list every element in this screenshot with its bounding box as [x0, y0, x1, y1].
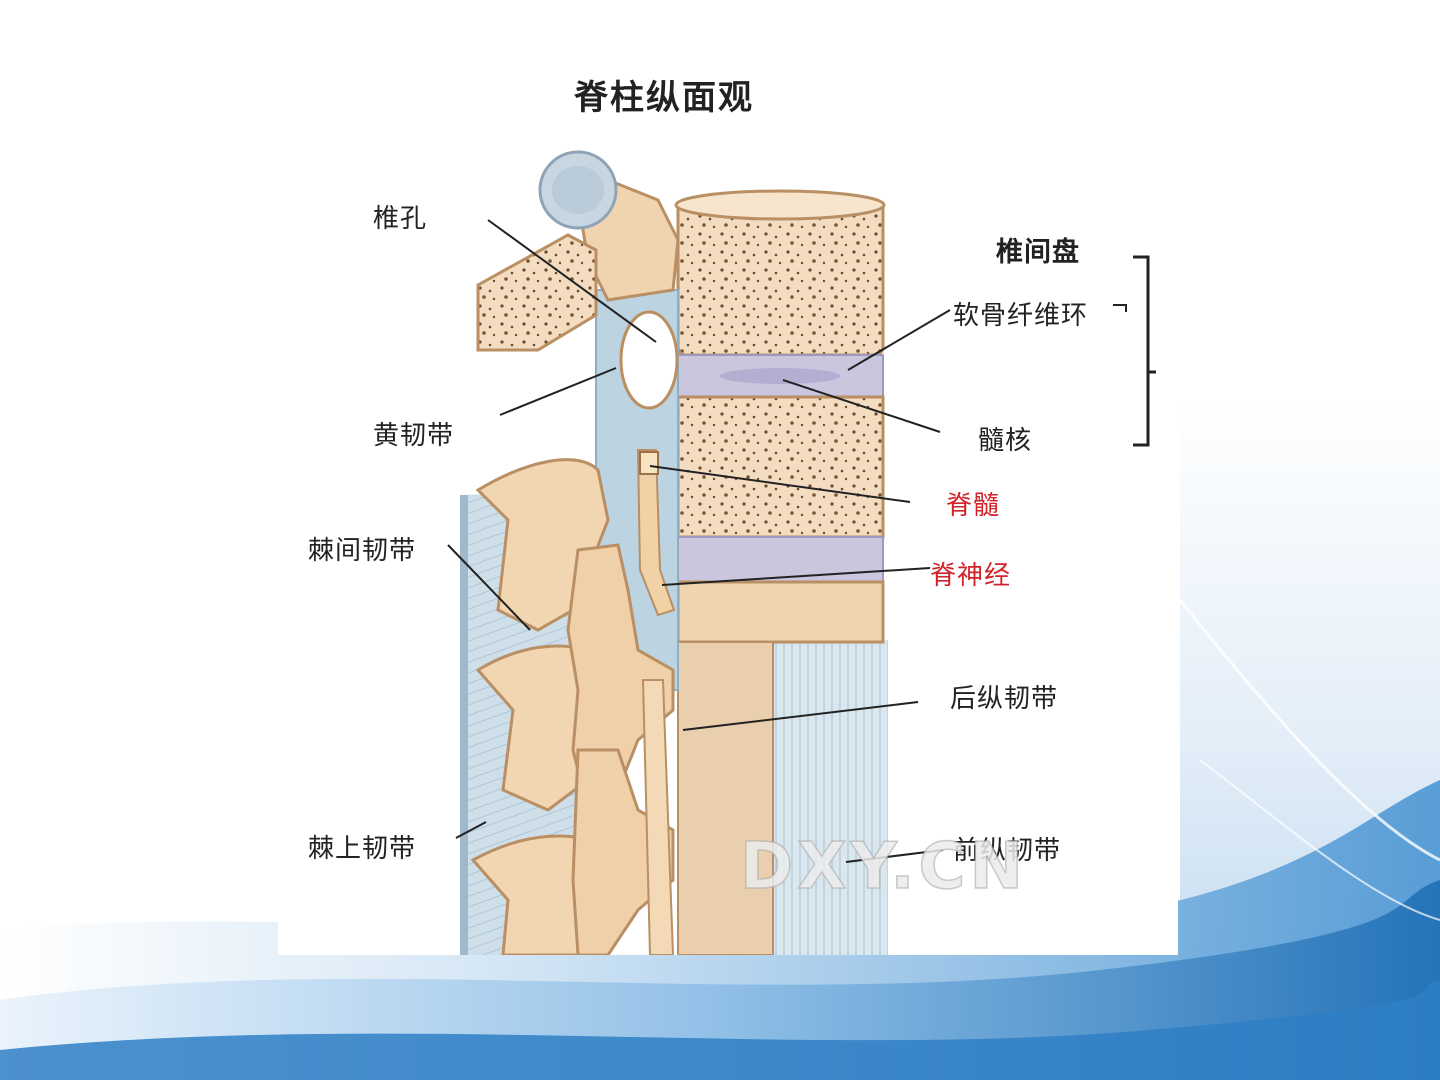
label-supraspinous-ligament: 棘上韧带 — [308, 834, 417, 864]
label-intervertebral-disc: 椎间盘 — [996, 237, 1080, 268]
vertebral-body-2 — [676, 395, 885, 539]
intervertebral-disc-2 — [677, 536, 884, 583]
label-spinal-nerve: 脊神经 — [930, 561, 1012, 591]
label-annulus-fibrosus: 软骨纤维环 — [953, 301, 1089, 331]
anterior-ligament-shape — [773, 640, 888, 955]
spinal-cord-shape — [636, 449, 676, 617]
label-vertebral-foramen: 椎孔 — [373, 204, 428, 234]
lamina-cut — [476, 233, 598, 352]
label-nucleus-pulposus: 髓核 — [978, 426, 1033, 456]
label-anterior-longitudinal-ligament: 前纵韧带 — [953, 836, 1062, 866]
label-spinal-cord: 脊髓 — [946, 491, 1001, 521]
posterior-longitudinal-ligament-shape — [641, 679, 675, 955]
vertebral-foramen-shape — [619, 310, 679, 410]
figure-title: 脊柱纵面观 — [574, 78, 754, 118]
label-interspinous-ligament: 棘间韧带 — [308, 536, 417, 566]
vertebral-body-top — [676, 198, 885, 357]
label-posterior-longitudinal-ligament: 后纵韧带 — [950, 684, 1059, 714]
spine-illustration — [447, 150, 1156, 955]
spine-diagram-panel: 脊柱纵面观 椎孔 黄韧带 棘间韧带 棘上韧带 椎间盘 软骨纤维环 髓核 脊髓 脊… — [278, 50, 1178, 955]
disc-bracket — [1133, 255, 1150, 447]
label-ligamentum-flavum: 黄韧带 — [373, 421, 455, 451]
watermark: DXY.CN — [739, 829, 1028, 905]
leader-lines — [447, 219, 951, 863]
